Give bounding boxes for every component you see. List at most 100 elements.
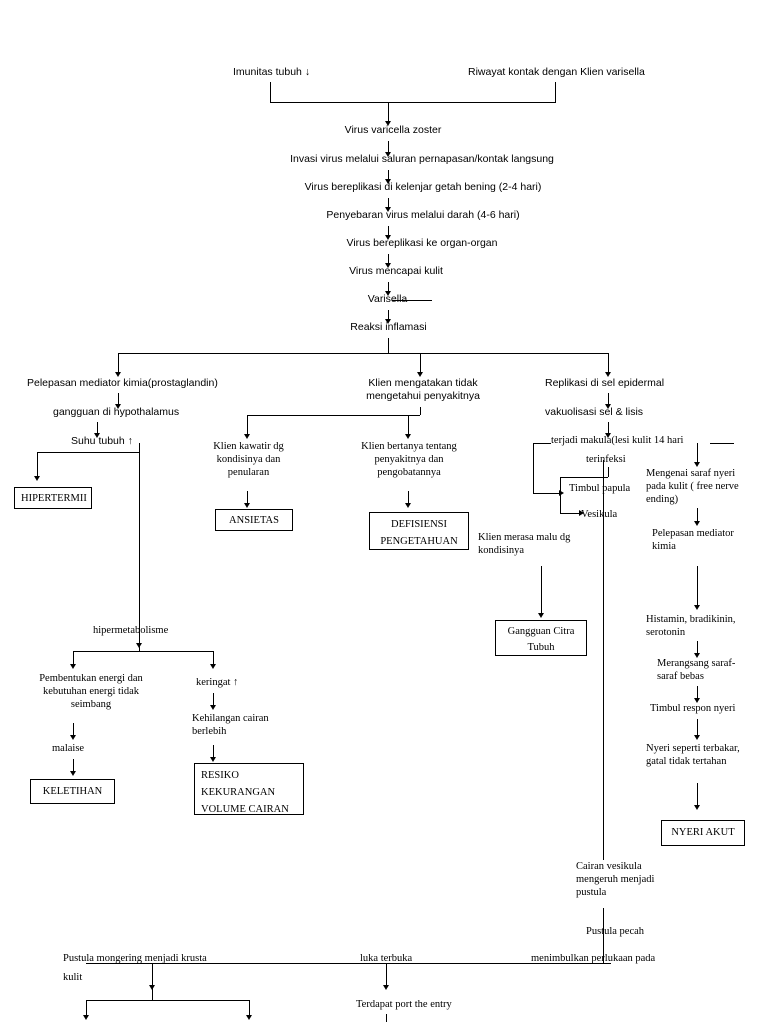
connector bbox=[560, 477, 608, 478]
connector bbox=[533, 443, 551, 444]
connector bbox=[270, 82, 271, 102]
node-kehilangan-cairan: Kehilangan cairan berlebih bbox=[192, 713, 269, 737]
node-replikasi-kgb: Virus bereplikasi di kelenjar getah beni… bbox=[304, 181, 542, 193]
arrowhead bbox=[385, 291, 391, 296]
arrowhead bbox=[559, 490, 564, 496]
connector bbox=[247, 491, 248, 504]
arrowhead bbox=[538, 613, 544, 618]
arrowhead bbox=[385, 179, 391, 184]
arrowhead bbox=[694, 521, 700, 526]
node-keringat: keringat ↑ bbox=[196, 677, 239, 688]
arrowhead bbox=[605, 433, 611, 438]
arrowhead bbox=[694, 805, 700, 810]
connector bbox=[152, 963, 153, 986]
connector bbox=[388, 254, 389, 265]
connector bbox=[420, 353, 421, 373]
connector bbox=[249, 1000, 250, 1016]
node-klien-kawatir: Klien kawatir dg kondisinya dan penulara… bbox=[213, 441, 284, 478]
connector bbox=[388, 170, 389, 181]
connector bbox=[388, 102, 389, 122]
node-pelepasan-mediator-kimia: Pelepasan mediator kimia bbox=[652, 528, 734, 552]
connector bbox=[420, 407, 421, 415]
arrowhead bbox=[694, 698, 700, 703]
node-klien-tidak-tahu: Klien mengatakan tidak mengetahui penyak… bbox=[366, 377, 480, 402]
connector bbox=[560, 477, 561, 513]
node-reaksi-inflamasi: Reaksi inflamasi bbox=[350, 321, 427, 333]
node-merangsang-saraf: Merangsang saraf- saraf bebas bbox=[657, 658, 736, 682]
arrowhead bbox=[694, 605, 700, 610]
arrowhead bbox=[605, 372, 611, 377]
node-nyeri-terbakar: Nyeri seperti terbakar, gatal tidak tert… bbox=[646, 743, 740, 767]
connector bbox=[555, 82, 556, 102]
connector bbox=[408, 415, 409, 435]
node-replikasi-organ: Virus bereplikasi ke organ-organ bbox=[346, 237, 498, 249]
box-resiko-kekurangan-volume-cairan: RESIKO KEKURANGAN VOLUME CAIRAN bbox=[194, 763, 304, 815]
node-makula: terjadi makula(lesi kulit 14 hari bbox=[551, 435, 684, 446]
node-menimbulkan-perlukaan: menimbulkan perlukaan pada bbox=[531, 953, 656, 964]
connector bbox=[408, 491, 409, 504]
node-varisella: Varisella bbox=[367, 293, 408, 305]
node-pustula-pecah: Pustula pecah bbox=[586, 926, 645, 937]
arrowhead bbox=[405, 434, 411, 439]
node-invasi-virus: Invasi virus melalui saluran pernapasan/… bbox=[290, 153, 554, 165]
arrowhead bbox=[605, 404, 611, 409]
connector bbox=[73, 759, 74, 772]
arrowhead bbox=[94, 433, 100, 438]
connector bbox=[152, 986, 153, 1000]
connector bbox=[270, 102, 556, 103]
arrowhead bbox=[244, 503, 250, 508]
connector bbox=[118, 353, 119, 373]
connector bbox=[118, 393, 119, 405]
arrowhead bbox=[34, 476, 40, 481]
arrowhead bbox=[383, 985, 389, 990]
node-mencapai-kulit: Virus mencapai kulit bbox=[349, 265, 443, 277]
node-pembentukan-energi: Pembentukan energi dan kebutuhan energi … bbox=[39, 673, 143, 710]
node-gangguan-hypothalamus: gangguan di hypothalamus bbox=[53, 406, 180, 418]
node-hipermetabolisme: hipermetabolisme bbox=[93, 625, 169, 636]
connector bbox=[533, 443, 534, 493]
arrowhead bbox=[115, 404, 121, 409]
arrowhead bbox=[385, 207, 391, 212]
connector bbox=[37, 452, 38, 477]
node-saraf-nyeri: Mengenai saraf nyeri pada kulit ( free n… bbox=[646, 468, 739, 505]
connector bbox=[86, 963, 611, 964]
down-arrow-glyph: ↓ bbox=[304, 66, 311, 78]
connector bbox=[392, 300, 432, 301]
connector bbox=[213, 651, 214, 665]
connector bbox=[213, 693, 214, 706]
box-hipertermi: HIPERTERMII bbox=[14, 487, 92, 509]
node-penyebaran-virus: Penyebaran virus melalui darah (4-6 hari… bbox=[326, 209, 520, 221]
arrowhead bbox=[70, 771, 76, 776]
node-timbul-papula: Timbul papula bbox=[569, 483, 631, 494]
connector bbox=[388, 226, 389, 237]
connector bbox=[73, 723, 74, 736]
connector bbox=[541, 566, 542, 614]
connector bbox=[139, 443, 140, 644]
connector bbox=[697, 719, 698, 736]
node-replikasi-epidermal: Replikasi di sel epidermal bbox=[545, 377, 665, 389]
arrowhead bbox=[405, 503, 411, 508]
connector bbox=[213, 745, 214, 758]
connector bbox=[388, 282, 389, 293]
box-gangguan-citra-tubuh: Gangguan Citra Tubuh bbox=[495, 620, 587, 656]
connector bbox=[139, 641, 140, 651]
connector bbox=[697, 566, 698, 606]
node-vakuolisasi: vakuolisasi sel & lisis bbox=[545, 406, 644, 418]
connector bbox=[533, 493, 560, 494]
connector bbox=[247, 415, 420, 416]
arrowhead bbox=[579, 510, 584, 516]
connector bbox=[710, 443, 734, 444]
connector bbox=[608, 467, 609, 477]
connector bbox=[697, 783, 698, 806]
up-arrow-glyph: ↑ bbox=[233, 677, 239, 688]
arrowhead bbox=[694, 735, 700, 740]
box-ansietas: ANSIETAS bbox=[215, 509, 293, 531]
arrowhead bbox=[694, 653, 700, 658]
arrowhead bbox=[115, 372, 121, 377]
node-respon-nyeri: Timbul respon nyeri bbox=[650, 703, 736, 714]
arrowhead bbox=[210, 757, 216, 762]
node-vesikula: Vesikula bbox=[581, 509, 618, 520]
node-histamin: Histamin, bradikinin, serotonin bbox=[646, 614, 736, 638]
arrowhead bbox=[385, 319, 391, 324]
